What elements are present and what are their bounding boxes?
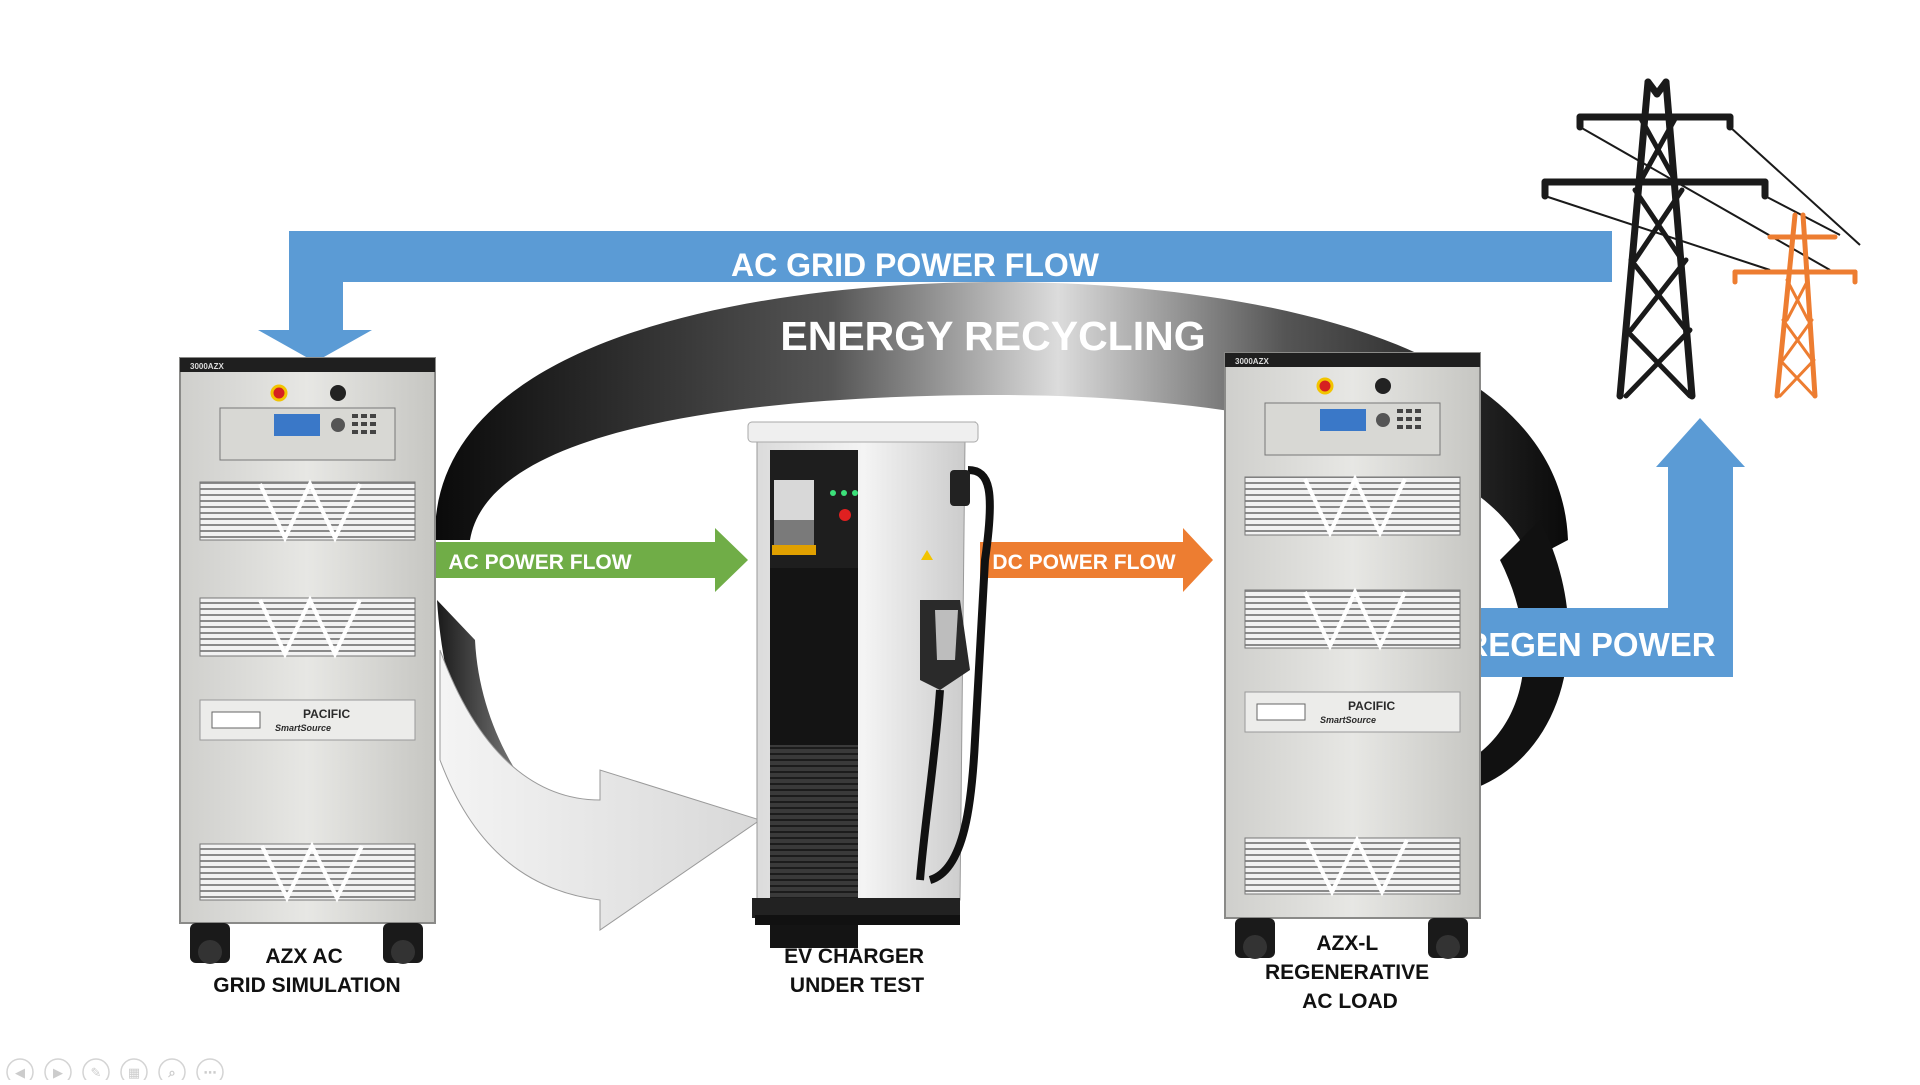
svg-text:⋯: ⋯ — [204, 1065, 217, 1080]
charger-caption-line-2: UNDER TEST — [790, 974, 924, 997]
regen-power-label: REGEN POWER — [1464, 626, 1715, 663]
energy-recycling-arc-top — [434, 282, 1568, 560]
slides-grid-icon[interactable]: ▦ — [120, 1058, 148, 1085]
ev-charger — [747, 421, 994, 948]
energy-recycling-label: ENERGY RECYCLING — [780, 313, 1205, 359]
source-subbrand-label: SmartSource — [275, 723, 331, 733]
svg-text:◀: ◀ — [15, 1065, 25, 1080]
pen-icon[interactable]: ✎ — [82, 1058, 110, 1085]
charger-caption-line-1: EV CHARGER — [784, 945, 924, 968]
energy-recycling-arc-right — [1470, 520, 1569, 790]
svg-text:⌕: ⌕ — [167, 1065, 175, 1080]
source-caption-line-2: GRID SIMULATION — [213, 974, 400, 997]
load-caption-line-2: REGENERATIVE — [1265, 961, 1429, 984]
load-brand-label: PACIFIC — [1348, 699, 1395, 713]
azx-source-cabinet: 3000AZX PACIFIC SmartSource — [179, 357, 436, 964]
more-options-icon[interactable]: ⋯ — [196, 1058, 224, 1085]
energy-recycling-arc-bottom — [437, 600, 600, 890]
svg-text:▶: ▶ — [53, 1065, 63, 1080]
ac-grid-power-flow-arrow — [258, 231, 1612, 362]
source-brand-label: PACIFIC — [303, 707, 350, 721]
charger-caption: EV CHARGER UNDER TEST — [784, 945, 930, 997]
zoom-icon[interactable]: ⌕ — [158, 1058, 186, 1085]
svg-text:✎: ✎ — [91, 1065, 102, 1080]
svg-text:▦: ▦ — [128, 1065, 140, 1080]
regen-power-arrow — [1478, 418, 1745, 677]
next-slide-icon[interactable]: ▶ — [44, 1058, 72, 1085]
load-caption: AZX-L REGENERATIVE AC LOAD — [1265, 932, 1435, 1013]
load-caption-line-3: AC LOAD — [1302, 990, 1398, 1013]
azx-l-load-cabinet: 3000AZX PACIFIC SmartSource — [1224, 352, 1481, 959]
ac-power-flow-arrow — [436, 528, 748, 592]
source-caption-line-1: AZX AC — [265, 945, 342, 968]
slideshow-toolbar: ◀ ▶ ✎ ▦ ⌕ ⋯ — [6, 1058, 224, 1085]
ac-power-flow-label: AC POWER FLOW — [448, 551, 631, 574]
prev-slide-icon[interactable]: ◀ — [6, 1058, 34, 1085]
transmission-tower-orange — [1732, 212, 1858, 399]
transmission-tower-black — [1541, 78, 1769, 400]
source-caption: AZX AC GRID SIMULATION — [213, 945, 400, 997]
load-subbrand-label: SmartSource — [1320, 715, 1376, 725]
dc-power-flow-label: DC POWER FLOW — [992, 551, 1175, 574]
energy-recycling-arrowhead — [439, 649, 762, 931]
power-lines — [1544, 126, 1861, 271]
load-caption-line-1: AZX-L — [1316, 932, 1378, 955]
load-model-label: 3000AZX — [1235, 357, 1269, 366]
ac-grid-power-flow-label: AC GRID POWER FLOW — [731, 247, 1100, 283]
source-model-label: 3000AZX — [190, 362, 224, 371]
dc-power-flow-arrow — [980, 528, 1213, 592]
